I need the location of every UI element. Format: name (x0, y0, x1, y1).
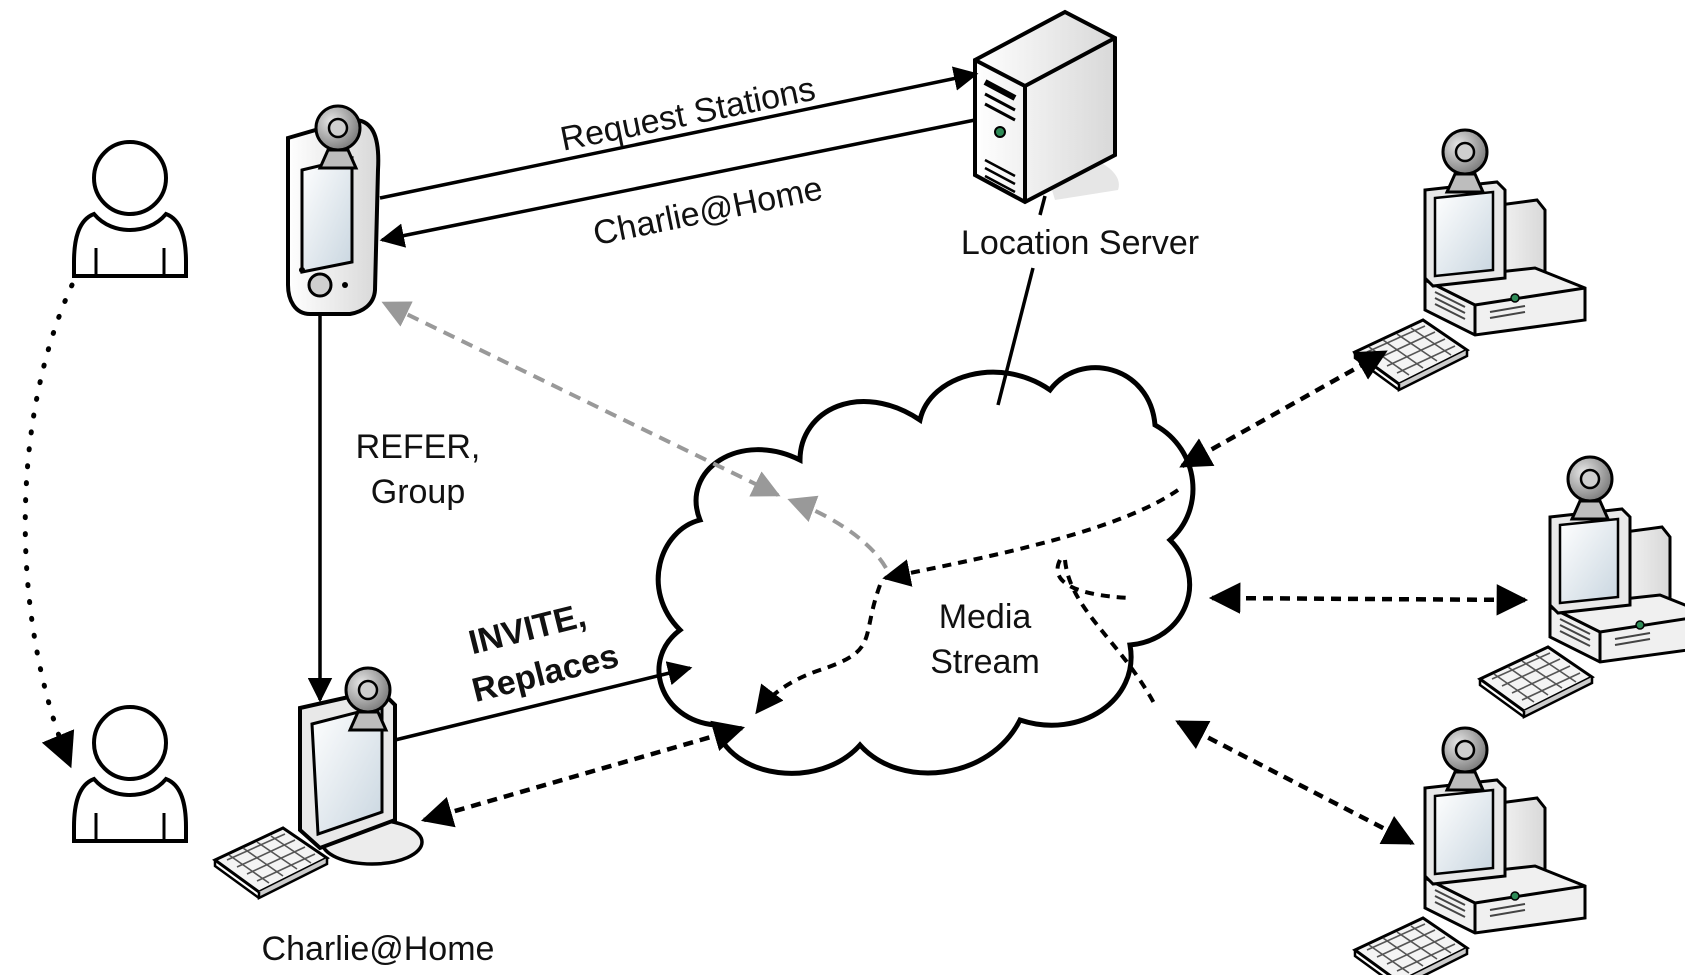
remote1-media-dashed-arrow (1179, 350, 1388, 468)
server-stem-line (1038, 195, 1047, 216)
monitor-with-webcam-icon (213, 666, 424, 900)
person-icon-bottom (72, 705, 188, 843)
person-icon-top (72, 140, 188, 278)
media-stream-path-b (1055, 559, 1131, 600)
network-cloud-icon (655, 365, 1196, 776)
charlie-home-station-label: Charlie@Home (262, 930, 495, 968)
location-server-label: Location Server (961, 224, 1199, 262)
request-stations-arrow (379, 66, 979, 200)
refer-label-line1: REFER, (356, 428, 481, 466)
request-stations-label: Request Stations (557, 70, 818, 159)
server-cloud-link (996, 267, 1035, 406)
user-move-dotted-arrow (22, 282, 75, 769)
home-media-dashed-arrow (420, 720, 746, 828)
charlie-home-reply-label: Charlie@Home (590, 169, 826, 253)
server-tower-icon (973, 9, 1119, 205)
charlie-home-reply-arrow (379, 118, 976, 248)
media-stream-path-d (755, 584, 882, 715)
media-stream-label-line2: Stream (930, 643, 1040, 681)
remote-station-icon-3 (1355, 728, 1585, 975)
remote-station-icon-1 (1355, 130, 1585, 390)
media-gray-inner-arrow (787, 495, 888, 570)
remote-station-icon-2 (1480, 457, 1685, 717)
pda-media-gray-arrow (381, 301, 781, 497)
pda-with-webcam-icon (286, 104, 381, 316)
remote3-media-dashed-arrow (1175, 720, 1415, 845)
media-stream-path-a (882, 488, 1180, 587)
media-stream-path-c (1063, 559, 1157, 706)
remote2-media-dashed-arrow (1208, 582, 1529, 616)
refer-label-line2: Group (371, 473, 466, 511)
media-stream-label-line1: Media (939, 598, 1032, 636)
